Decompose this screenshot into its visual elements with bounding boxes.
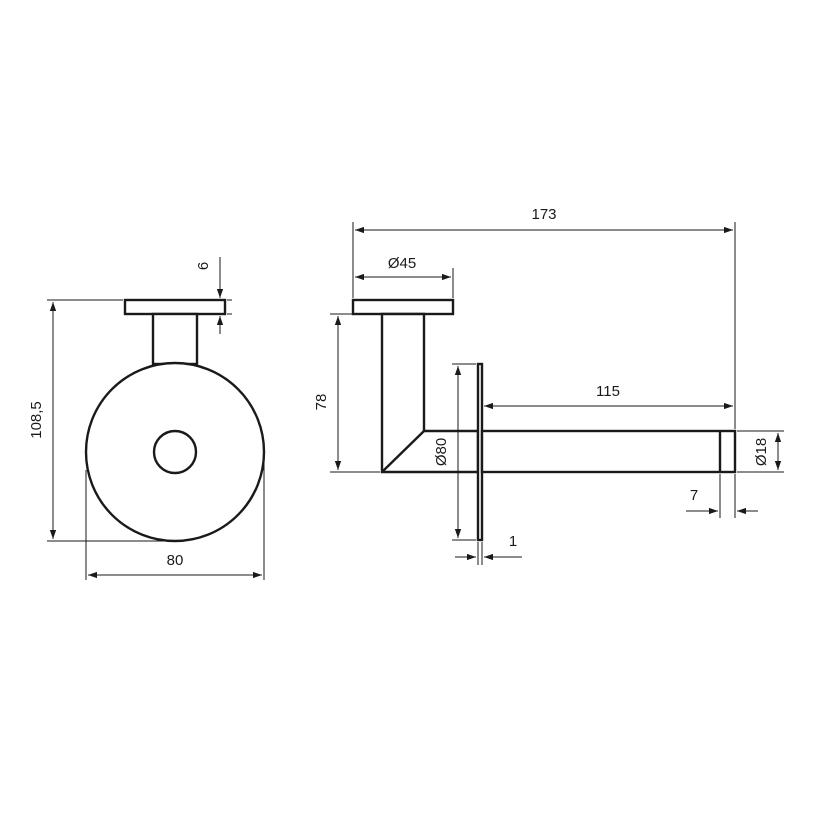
dim-label-bar-length: 115 bbox=[596, 383, 620, 400]
dim-label-arm-height: 78 bbox=[313, 394, 330, 411]
dim-label-width-front: 80 bbox=[167, 552, 184, 569]
side-arm-bevel bbox=[381, 430, 425, 473]
front-bar-end bbox=[152, 429, 198, 475]
dim-label-bar-diameter: Ø18 bbox=[753, 438, 770, 466]
front-mount-plate bbox=[123, 298, 227, 316]
front-stem bbox=[151, 312, 199, 366]
side-bar bbox=[480, 429, 737, 474]
dim-label-height-total: 108,5 bbox=[28, 401, 45, 439]
dim-label-plate-thickness: 6 bbox=[195, 262, 212, 270]
front-view: 108,5 6 80 bbox=[28, 257, 266, 580]
side-view: 173 Ø45 78 Ø80 115 Ø18 7 1 bbox=[313, 206, 784, 565]
dim-label-end-cap-length: 7 bbox=[690, 487, 698, 504]
side-mount-plate bbox=[351, 298, 455, 316]
dim-label-length-total: 173 bbox=[531, 206, 556, 223]
dim-label-rosette-diameter: Ø80 bbox=[433, 438, 450, 466]
dim-label-mount-diameter: Ø45 bbox=[388, 255, 416, 272]
side-arm bbox=[380, 312, 480, 474]
dim-label-rosette-thickness: 1 bbox=[509, 533, 517, 550]
front-rosette bbox=[84, 361, 266, 543]
